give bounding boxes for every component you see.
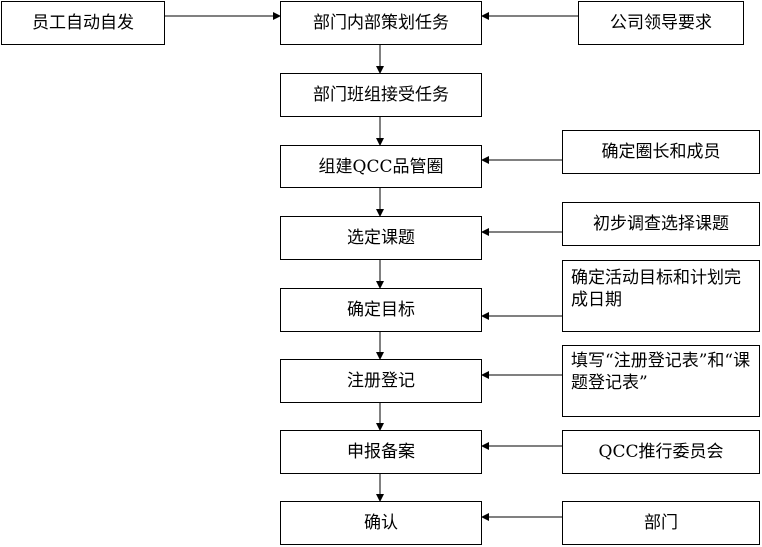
step-select-topic: 选定课题 [280, 216, 482, 260]
note-label: QCC推行委员会 [598, 442, 724, 462]
leadership-request-box: 公司领导要求 [578, 1, 744, 45]
note-goal-plan-date: 确定活动目标和计划完成日期 [562, 260, 760, 332]
note-fill-forms: 填写“注册登记表”和“课题登记表” [562, 345, 760, 417]
step-label: 选定课题 [347, 228, 415, 248]
step-label: 确定目标 [347, 300, 415, 320]
step-label: 申报备案 [347, 442, 415, 462]
note-label: 填写“注册登记表”和“课题登记表” [571, 351, 751, 393]
step-label: 注册登记 [347, 371, 415, 391]
step-file-record: 申报备案 [280, 430, 482, 474]
note-survey-topic: 初步调查选择课题 [562, 202, 760, 246]
note-leader-members: 确定圈长和成员 [562, 130, 760, 174]
step-label: 部门班组接受任务 [313, 85, 449, 105]
note-label: 初步调查选择课题 [593, 214, 729, 234]
step-set-goal: 确定目标 [280, 288, 482, 332]
employee-initiative-label: 员工自动自发 [32, 13, 134, 33]
note-label: 确定圈长和成员 [601, 142, 721, 162]
note-label: 部门 [644, 513, 678, 533]
step-form-qcc-circle: 组建QCC品管圈 [280, 145, 482, 188]
note-department: 部门 [562, 501, 760, 545]
step-plan-task: 部门内部策划任务 [280, 1, 482, 45]
step-label: 确认 [364, 513, 398, 533]
step-confirm: 确认 [280, 501, 482, 545]
step-label: 组建QCC品管圈 [318, 156, 444, 177]
step-label: 部门内部策划任务 [313, 13, 449, 33]
employee-initiative-box: 员工自动自发 [1, 1, 165, 45]
step-accept-task: 部门班组接受任务 [280, 73, 482, 117]
leadership-request-label: 公司领导要求 [610, 13, 712, 33]
note-qcc-committee: QCC推行委员会 [562, 430, 760, 474]
step-register: 注册登记 [280, 359, 482, 403]
note-label: 确定活动目标和计划完成日期 [571, 268, 741, 310]
